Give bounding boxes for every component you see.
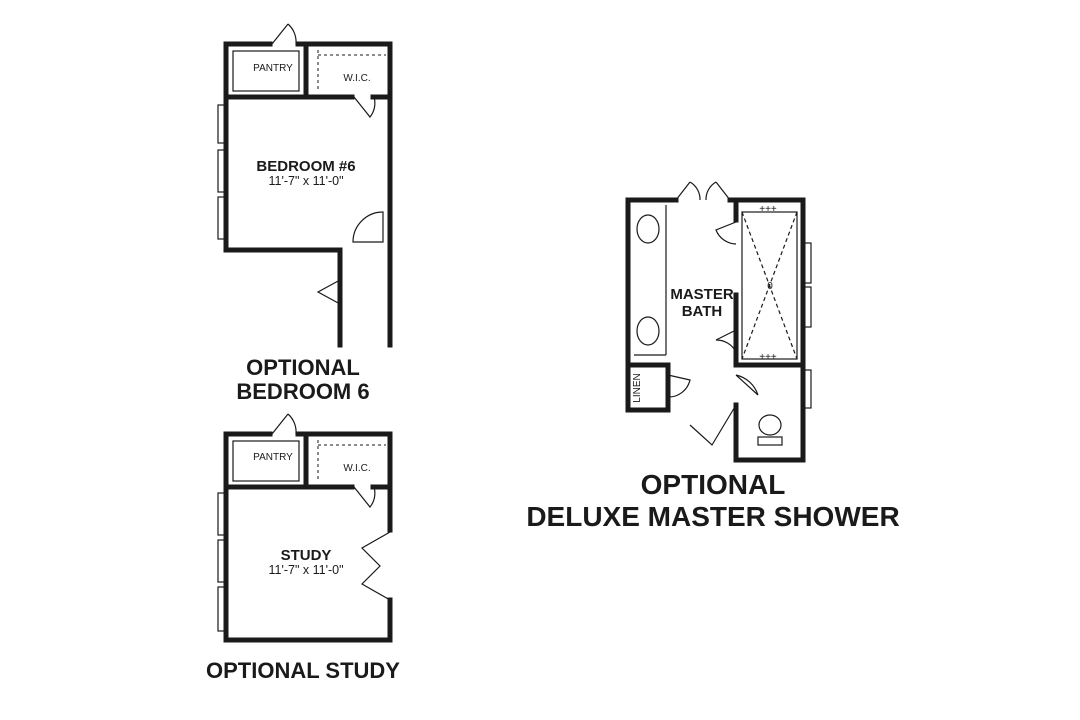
door-swing bbox=[353, 486, 376, 508]
vanity-counter bbox=[634, 205, 667, 356]
shower-valve-icon: +++ bbox=[759, 352, 777, 363]
toilet-tank bbox=[757, 436, 783, 446]
toilet-icon bbox=[758, 414, 782, 436]
pantry-label: PANTRY bbox=[253, 63, 293, 74]
room-dimensions: 11'-7" x 11'-0" bbox=[268, 563, 343, 577]
french-door bbox=[361, 531, 391, 601]
shower-drain: 0 bbox=[767, 281, 773, 292]
shower-valve-icon: +++ bbox=[759, 204, 777, 215]
door-swing bbox=[271, 23, 297, 45]
door-swing bbox=[353, 96, 376, 118]
door-swing bbox=[735, 374, 759, 396]
plan-caption: OPTIONAL STUDY bbox=[206, 658, 400, 683]
wall bbox=[625, 362, 671, 413]
shower-pan bbox=[741, 211, 798, 360]
plan-caption: OPTIONAL bbox=[641, 469, 786, 500]
plan-caption: OPTIONAL bbox=[246, 355, 360, 380]
closet-shelf bbox=[317, 50, 386, 92]
room-name: STUDY bbox=[281, 547, 332, 564]
door-swing bbox=[689, 404, 737, 446]
room-dimensions: 11'-7" x 11'-0" bbox=[268, 174, 343, 188]
shower-slope bbox=[741, 211, 798, 360]
door-swing bbox=[667, 374, 691, 398]
master-bath-plan: 0 +++ +++ LINEN MASTER BATH OPTIONAL DEL… bbox=[526, 181, 900, 532]
pantry-label: PANTRY bbox=[253, 452, 293, 463]
closet-label: W.I.C. bbox=[343, 463, 370, 474]
room-name: MASTER bbox=[670, 286, 734, 303]
door-swing bbox=[715, 329, 737, 353]
door-swing bbox=[705, 181, 731, 201]
door-swing bbox=[316, 279, 341, 305]
linen-label: LINEN bbox=[632, 373, 643, 402]
pantry-shelf bbox=[232, 50, 300, 92]
plan-caption: BEDROOM 6 bbox=[236, 379, 369, 404]
study-plan: PANTRY W.I.C. STUDY 11'-7" x 11'-0" OPTI… bbox=[206, 413, 400, 683]
room-name: BEDROOM #6 bbox=[256, 158, 355, 175]
door-swing bbox=[271, 413, 297, 435]
room-name: BATH bbox=[682, 303, 723, 320]
bedroom-6-plan: PANTRY W.I.C. BEDROOM #6 11'-7" x 11'-0"… bbox=[217, 23, 393, 404]
sink-icon bbox=[636, 214, 660, 244]
door-swing bbox=[352, 211, 384, 243]
pantry-shelf bbox=[232, 440, 300, 482]
plan-caption: DELUXE MASTER SHOWER bbox=[526, 501, 899, 532]
door-swing bbox=[715, 221, 737, 245]
closet-label: W.I.C. bbox=[343, 73, 370, 84]
door-swing bbox=[675, 181, 701, 201]
closet-shelf bbox=[317, 440, 386, 482]
sink-icon bbox=[636, 316, 660, 346]
